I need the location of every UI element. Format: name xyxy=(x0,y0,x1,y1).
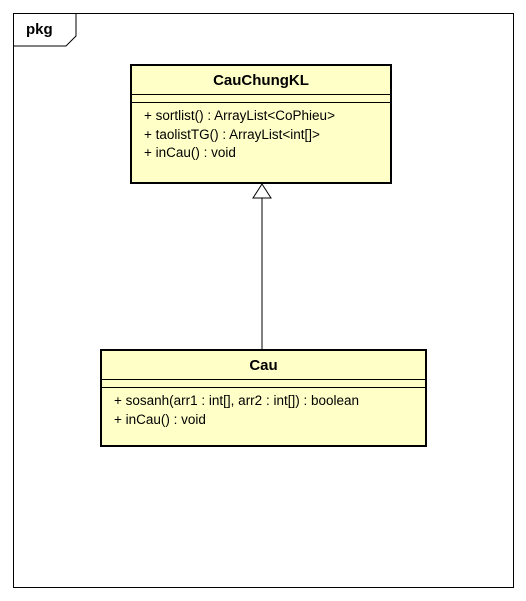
class-cau[interactable]: Cau + sosanh(arr1 : int[], arr2 : int[])… xyxy=(100,349,427,447)
class-name: Cau xyxy=(102,351,425,380)
operation: + sortlist() : ArrayList<CoPhieu> xyxy=(144,108,335,123)
package-label: pkg xyxy=(26,21,53,38)
attributes-compartment xyxy=(132,95,390,103)
operation: + sosanh(arr1 : int[], arr2 : int[]) : b… xyxy=(114,393,359,408)
package-frame xyxy=(13,13,514,588)
class-cauchungkl[interactable]: CauChungKL + sortlist() : ArrayList<CoPh… xyxy=(130,64,392,184)
operation: + inCau() : void xyxy=(144,145,236,160)
operations-compartment: + sortlist() : ArrayList<CoPhieu> + taol… xyxy=(132,103,390,163)
operation: + inCau() : void xyxy=(114,411,206,427)
package-tab xyxy=(13,13,77,47)
operation: + taolistTG() : ArrayList<int[]> xyxy=(144,126,320,142)
class-name: CauChungKL xyxy=(132,66,390,95)
operations-compartment: + sosanh(arr1 : int[], arr2 : int[]) : b… xyxy=(102,388,425,429)
attributes-compartment xyxy=(102,380,425,388)
